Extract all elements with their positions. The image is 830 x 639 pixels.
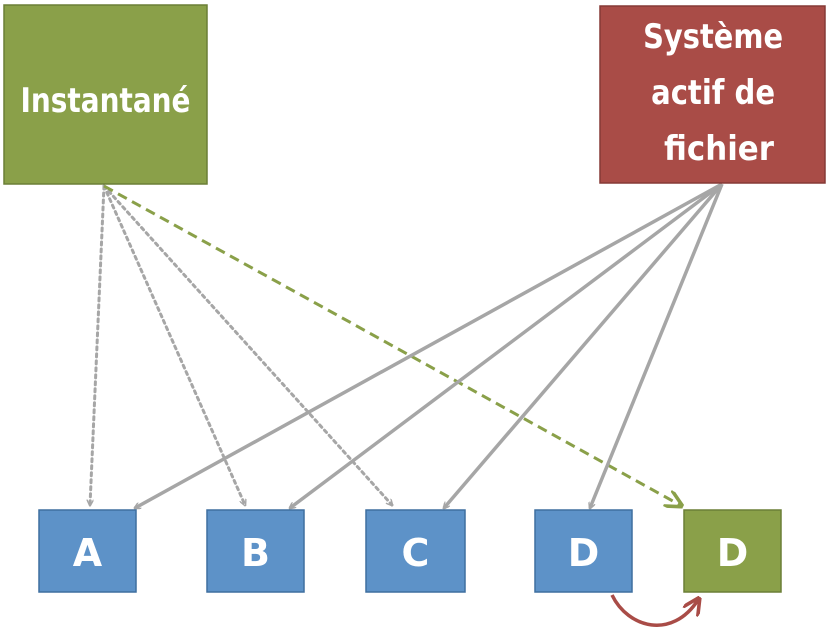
active-fs-label: Système actif de fichier: [643, 17, 795, 169]
block-d-new-box: [683, 509, 782, 593]
block-d-new-label: D: [717, 531, 749, 575]
block-d-old: D: [534, 509, 633, 593]
edge-snapshot-to-block-d-new: [103, 184, 680, 505]
active-fs-box: [599, 5, 826, 184]
active-fs-node: Système actif de fichier: [599, 5, 826, 184]
block-b-box: [206, 509, 305, 593]
snapshot-node: Instantané: [3, 4, 208, 185]
block-a-box: [38, 509, 137, 593]
block-d-old-label: D: [568, 531, 600, 575]
block-b-label: B: [241, 531, 270, 575]
snapshot-label: Instantané: [21, 81, 191, 121]
block-c-box: [365, 509, 466, 593]
edge-active-fs-to-block-d-old: [590, 183, 724, 508]
edge-active-fs-to-block-a: [135, 182, 723, 510]
block-a: A: [38, 509, 137, 593]
edge-snapshot-to-block-a: [90, 184, 106, 505]
edge-block-d-old-to-block-d-new: [610, 595, 698, 627]
block-d-new: D: [683, 509, 782, 593]
block-c-label: C: [402, 531, 430, 575]
block-a-label: A: [73, 531, 103, 575]
active-fs-label-line-1: Système: [643, 17, 783, 57]
edge-active-fs-to-block-b: [290, 182, 724, 508]
edges: [90, 182, 724, 627]
block-d-old-box: [534, 509, 633, 593]
snapshot-box: [3, 4, 208, 185]
edge-snapshot-to-block-c: [102, 184, 392, 505]
block-c: C: [365, 509, 466, 593]
edge-active-fs-to-block-c: [444, 182, 724, 508]
active-fs-label-line-2: actif de: [651, 73, 775, 113]
active-fs-label-line-3: fichier: [664, 129, 774, 169]
edge-snapshot-to-block-b: [102, 184, 245, 505]
block-b: B: [206, 509, 305, 593]
